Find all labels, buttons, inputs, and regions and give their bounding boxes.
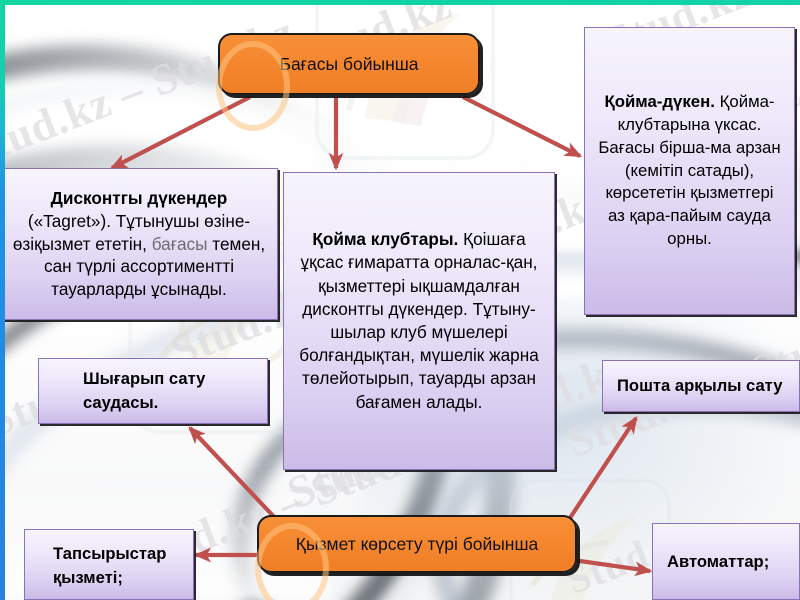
node-warehouse-clubs-lead: Қойма клубтары. [312,229,459,250]
node-vending-machines-label: Автоматтар; [667,551,770,571]
node-warehouse-store-body: Қойма-клубтарына үксас. Бағасы бірша-ма … [598,92,781,249]
node-orders-service[interactable]: Тапсырыстар қызметі; [24,529,194,600]
arrow-price-to-warehouse-store [462,95,583,158]
node-price-heading[interactable]: Бағасы бойынша [216,33,480,131]
node-warehouse-store[interactable]: Қойма-дүкен. Қойма-клубтарына үксас. Бағ… [584,27,795,315]
node-discount-stores-body-b: темен, сан түрлі ассортиментті тауарлард… [43,233,266,300]
node-discount-stores[interactable]: Дисконтгы дүкендер («Tagret»). Тұтынушы … [0,168,278,320]
node-export-trade-label: Шығарып сату саудасы. [83,368,206,412]
node-warehouse-clubs[interactable]: Қойма клубтары. Қоішаға ұқсас ғимаратта … [283,172,555,470]
slide-border-left [0,0,5,600]
node-vending-machines[interactable]: Автоматтар; [652,523,800,600]
node-mail-order[interactable]: Пошта арқылы сату [602,360,800,412]
slide-border-top [0,0,800,5]
node-mail-order-label: Пошта арқылы сату [617,376,783,395]
node-warehouse-clubs-body: Қоішаға ұқсас ғимаратта орналас-қан, қыз… [299,229,539,412]
arrow-service-to-mail-order [564,415,638,526]
node-warehouse-store-lead: Қойма-дүкен. [604,92,715,112]
node-discount-stores-lead: Дисконтгы дүкендер [50,187,228,208]
node-service-heading[interactable]: Қызмет көрсету түрі бойынша [255,515,577,600]
node-orders-service-label: Тапсырыстар қызметі; [53,544,167,588]
arrow-service-to-vending-machines [565,556,653,577]
node-service-heading-label: Қызмет көрсету түрі бойынша [295,533,539,554]
arrow-service-to-export-trade [188,426,279,522]
arrow-price-to-discount-stores [109,95,251,170]
node-discount-stores-emph: бағасы [151,233,208,254]
node-price-heading-label: Бағасы бойынша [279,53,419,74]
node-discount-stores-body-a: («Tagret»). Тұтынушы өзіне-өзіқызмет ете… [12,210,251,254]
node-export-trade[interactable]: Шығарып сату саудасы. [38,358,268,424]
